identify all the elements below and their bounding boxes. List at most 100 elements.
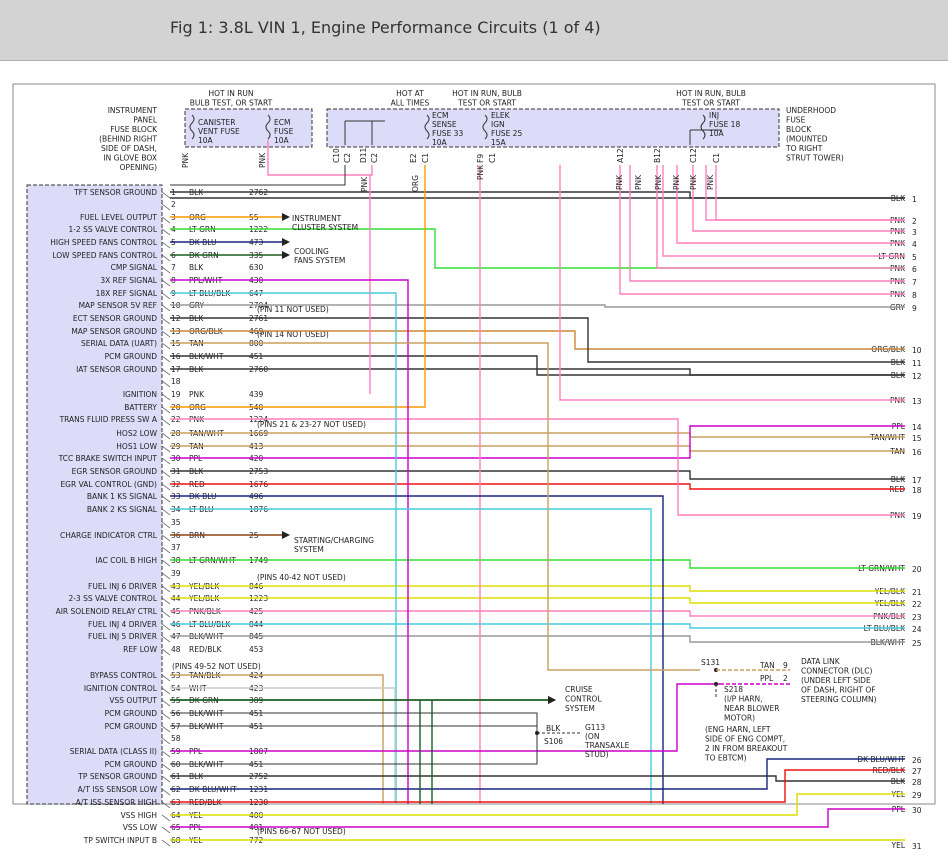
pin-function-label: TRANS FLUID PRESS SW A bbox=[59, 415, 158, 424]
wire bbox=[170, 279, 409, 804]
terminal-label: E2 bbox=[409, 153, 418, 163]
pin-stub bbox=[161, 304, 171, 312]
circuit-number: 453 bbox=[249, 645, 264, 654]
pin-function-label: FUEL LEVEL OUTPUT bbox=[80, 213, 157, 222]
pin-number: 35 bbox=[171, 518, 181, 527]
pin-function-label: VSS LOW bbox=[123, 823, 158, 832]
pin-note: (PIN 11 NOT USED) bbox=[257, 305, 329, 314]
ip-fuse-block-label: (BEHIND RIGHT bbox=[99, 135, 157, 144]
pnk-wire-label: PNK bbox=[258, 152, 267, 168]
terminal-label: C12 bbox=[689, 148, 698, 163]
eng-harn-label: SIDE OF ENG COMPT, bbox=[705, 735, 785, 744]
right-pin-number: 11 bbox=[912, 359, 922, 368]
ecm-connector-block bbox=[26, 184, 163, 805]
ip-fuse-block-label: OPENING) bbox=[120, 163, 157, 172]
terminal-label: C2 bbox=[343, 153, 352, 163]
instrument-cluster-label: CLUSTER SYSTEM bbox=[292, 223, 358, 232]
terminal-label: C10 bbox=[332, 148, 341, 163]
starting-charging-label: SYSTEM bbox=[294, 545, 324, 554]
pnk-wire bbox=[715, 165, 905, 221]
pin-number: 48 bbox=[171, 645, 181, 654]
underhood-fuse-block-label: FUSE bbox=[786, 116, 806, 125]
wire bbox=[170, 317, 905, 363]
wire bbox=[170, 483, 905, 490]
ecm-fuse-label: FUSE bbox=[274, 127, 294, 136]
pin-number: 19 bbox=[171, 390, 181, 399]
arrow-head bbox=[282, 251, 290, 259]
splice-s106-label: S106 bbox=[544, 737, 563, 746]
pin-function-label: FUEL INJ 4 DRIVER bbox=[88, 620, 157, 629]
arrow-head bbox=[548, 696, 556, 704]
wire bbox=[170, 508, 652, 804]
elek-ign-fuse-label: 15A bbox=[491, 138, 507, 147]
terminal-label: D11 bbox=[359, 147, 368, 163]
dlc-pin-label: 2 bbox=[783, 674, 788, 683]
pin-function-label: VSS HIGH bbox=[121, 811, 157, 820]
right-pin-number: 16 bbox=[912, 448, 922, 457]
pin-stub bbox=[161, 610, 171, 618]
pin-note: (PINS 40-42 NOT USED) bbox=[257, 573, 346, 582]
pnk-wire bbox=[656, 165, 905, 269]
terminal-label: A12 bbox=[616, 148, 625, 163]
pnk-wire-label: PNK bbox=[706, 174, 715, 190]
wire bbox=[170, 432, 905, 438]
underhood-fuse-block-label: (MOUNTED bbox=[786, 135, 828, 144]
pin-function-label: VSS OUTPUT bbox=[109, 696, 157, 705]
eng-harn-label: 2 IN FROM BREAKOUT bbox=[705, 744, 788, 753]
pin-function-label: HIGH SPEED FANS CONTROL bbox=[50, 238, 158, 247]
canister-fuse-label: 10A bbox=[198, 136, 214, 145]
pin-stub bbox=[161, 483, 171, 491]
g113-label: G113 bbox=[585, 723, 605, 732]
s218-label: MOTOR) bbox=[724, 714, 755, 723]
dlc-tan-label: TAN bbox=[759, 661, 775, 670]
pin-stub bbox=[161, 470, 171, 478]
right-pin-number: 3 bbox=[912, 228, 917, 237]
inj-fuse-label: INJ bbox=[709, 111, 719, 120]
underhood-fuse-block-label: BLOCK bbox=[786, 125, 812, 134]
wire bbox=[170, 683, 720, 752]
pin-function-label: CHARGE INDICATOR CTRL bbox=[60, 531, 158, 540]
pin-function-label: MAP SENSOR 5V REF bbox=[79, 301, 157, 310]
right-pin-number: 20 bbox=[912, 565, 922, 574]
wire bbox=[170, 495, 664, 804]
pin-function-label: A/T ISS SENSOR HIGH bbox=[76, 798, 157, 807]
wire bbox=[170, 330, 905, 350]
pin-stub bbox=[161, 191, 171, 199]
underhood-header: ALL TIMES bbox=[391, 99, 430, 108]
right-pin-number: 18 bbox=[912, 486, 922, 495]
ip-fuse-block bbox=[184, 108, 313, 148]
dlc-label: DATA LINK bbox=[801, 657, 841, 666]
pin-number: 39 bbox=[171, 569, 181, 578]
right-pin-number: 31 bbox=[912, 842, 922, 851]
right-pin-number: 21 bbox=[912, 588, 922, 597]
pin-stub bbox=[161, 585, 171, 593]
pin-stub bbox=[161, 674, 171, 682]
right-pin-number: 24 bbox=[912, 625, 922, 634]
pin-stub bbox=[161, 368, 171, 376]
arrow-head bbox=[282, 531, 290, 539]
underhood-fuse-block-label: UNDERHOOD bbox=[786, 106, 836, 115]
elek-ign-fuse-label: FUSE 25 bbox=[491, 129, 522, 138]
splice-s106 bbox=[535, 731, 539, 735]
arrow-head bbox=[282, 238, 290, 246]
pin-stub bbox=[161, 380, 171, 388]
canister-fuse-label: CANISTER bbox=[198, 118, 235, 127]
pin-note: (PINS 21 & 23-27 NOT USED) bbox=[257, 420, 366, 429]
pnk-wire-label: PNK bbox=[181, 152, 190, 168]
s218-label: S218 bbox=[724, 685, 743, 694]
pin-stub bbox=[161, 445, 171, 453]
pnk-wire-label: PNK bbox=[634, 174, 643, 190]
wire bbox=[170, 559, 905, 569]
pin-number: 58 bbox=[171, 734, 181, 743]
pin-stub bbox=[161, 801, 171, 809]
cruise-control-label: SYSTEM bbox=[565, 704, 595, 713]
pin-stub bbox=[161, 546, 171, 554]
right-pin-number: 17 bbox=[912, 476, 922, 485]
pin-stub bbox=[161, 418, 171, 426]
fuse-symbol bbox=[482, 114, 488, 140]
pin-function-label: LOW SPEED FANS CONTROL bbox=[52, 251, 157, 260]
right-pin-number: 22 bbox=[912, 600, 922, 609]
ecm-sense-fuse-label: 10A bbox=[432, 138, 448, 147]
pin-stub bbox=[161, 737, 171, 745]
